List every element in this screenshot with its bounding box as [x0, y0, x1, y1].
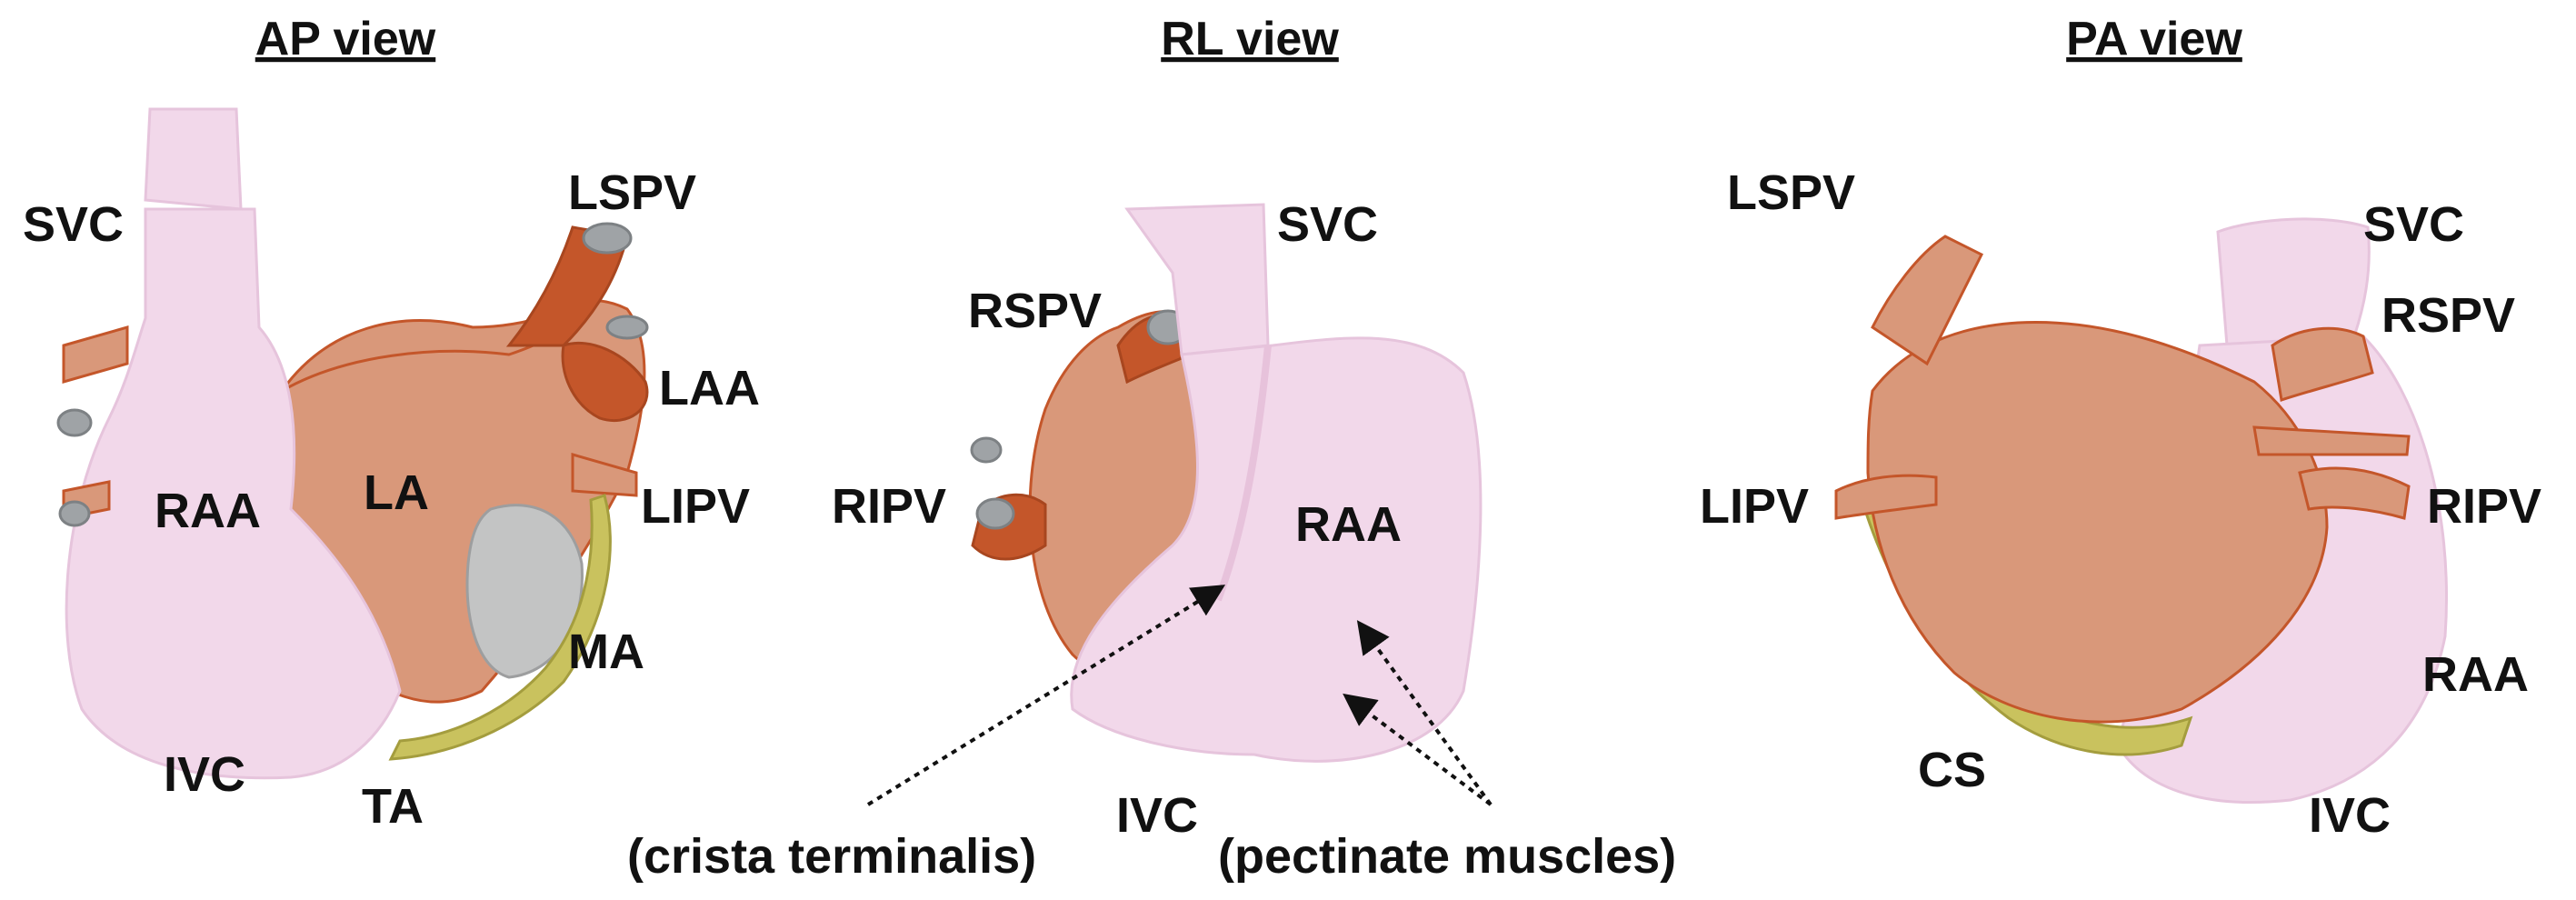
- pa-view-panel: PA view LSPV SVC RSPV LIPV RIPV RAA CS I…: [1700, 13, 2541, 843]
- ap-laa-appendage: [561, 341, 649, 423]
- rl-view-title: RL view: [1161, 13, 1339, 65]
- rl-arrow-pectinate-lower: [1343, 693, 1493, 806]
- ap-lspv-cap: [582, 222, 633, 255]
- ap-right-vein-cap-2: [58, 500, 91, 527]
- ap-label-ta: TA: [362, 779, 424, 834]
- pa-label-ivc: IVC: [2309, 788, 2391, 843]
- pa-lspv-vein: [1871, 235, 1984, 366]
- ap-right-atrium: [65, 207, 402, 780]
- pa-ripv-vein: [2298, 466, 2411, 520]
- ap-lipv-vein: [571, 453, 638, 497]
- rl-label-pectinate-muscles: (pectinate muscles): [1218, 829, 1676, 884]
- pa-lipv-vein: [1834, 474, 1938, 520]
- ap-label-lspv: LSPV: [568, 165, 696, 220]
- ap-coronary-sinus: [388, 494, 612, 761]
- ap-label-ivc: IVC: [164, 747, 245, 802]
- ap-label-laa: LAA: [659, 361, 760, 415]
- ap-label-ma: MA: [568, 625, 644, 679]
- pa-rspv-vein: [2271, 326, 2374, 402]
- rl-arrow-pectinate-upper: [1356, 620, 1493, 806]
- pa-label-svc: SVC: [2363, 197, 2464, 252]
- rl-arrow-crista: [866, 585, 1226, 806]
- pa-svc-vessel: [2216, 217, 2371, 347]
- ap-right-vein-cap-1: [56, 408, 93, 437]
- pa-label-raa: RAA: [2422, 647, 2529, 702]
- ap-label-raa: RAA: [155, 484, 261, 538]
- ap-label-svc: SVC: [23, 197, 124, 252]
- rl-ripv-cap-2: [970, 436, 1003, 464]
- ap-svc-vessel: [144, 107, 243, 211]
- rl-ripv-cap: [975, 497, 1015, 530]
- rl-label-crista-terminalis: (crista terminalis): [627, 829, 1036, 884]
- rl-label-svc: SVC: [1277, 197, 1378, 252]
- pa-view-title: PA view: [2066, 13, 2242, 65]
- ap-label-lipv: LIPV: [641, 479, 750, 534]
- pa-label-cs: CS: [1918, 743, 1986, 797]
- pa-label-lspv: LSPV: [1727, 165, 1855, 220]
- rl-crista-ridge: [1214, 345, 1272, 602]
- pa-left-atrium: [1866, 320, 2329, 724]
- rl-label-rspv: RSPV: [968, 284, 1102, 338]
- ap-lspv-cap-2: [605, 315, 649, 340]
- pa-label-rspv: RSPV: [2381, 288, 2515, 343]
- ap-label-la: LA: [364, 465, 429, 520]
- ap-mitral-annulus: [465, 504, 584, 679]
- pa-label-ripv: RIPV: [2427, 479, 2541, 534]
- rl-label-raa: RAA: [1295, 497, 1402, 552]
- rl-label-ivc: IVC: [1116, 788, 1198, 843]
- pa-right-vein-branch: [2252, 425, 2411, 456]
- ap-view-title: AP view: [255, 13, 436, 65]
- pa-label-lipv: LIPV: [1700, 479, 1809, 534]
- ap-view-panel: AP view SVC LSPV LAA RAA LA LIPV MA IVC …: [23, 13, 760, 834]
- rl-label-ripv: RIPV: [832, 479, 946, 534]
- rl-view-panel: RL view SVC RSPV RIPV RAA IVC (crista te…: [627, 13, 1676, 884]
